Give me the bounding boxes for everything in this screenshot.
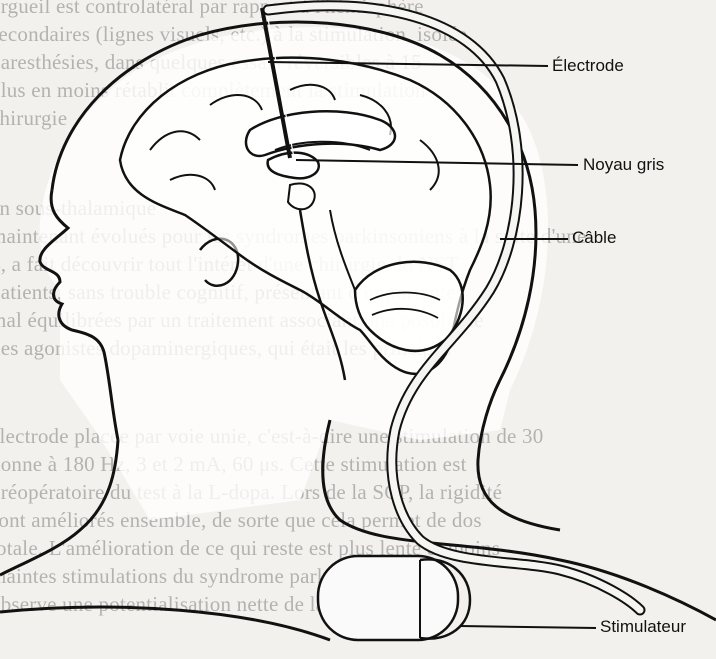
leader-stimulateur	[460, 626, 596, 628]
label-stimulateur: Stimulateur	[600, 617, 686, 637]
neck-front	[0, 440, 118, 575]
label-electrode: Électrode	[552, 56, 624, 76]
label-noyau-gris: Noyau gris	[583, 155, 664, 175]
stimulator-body	[318, 556, 458, 640]
shoulder-line	[0, 607, 330, 640]
label-cable: Câble	[572, 228, 616, 248]
